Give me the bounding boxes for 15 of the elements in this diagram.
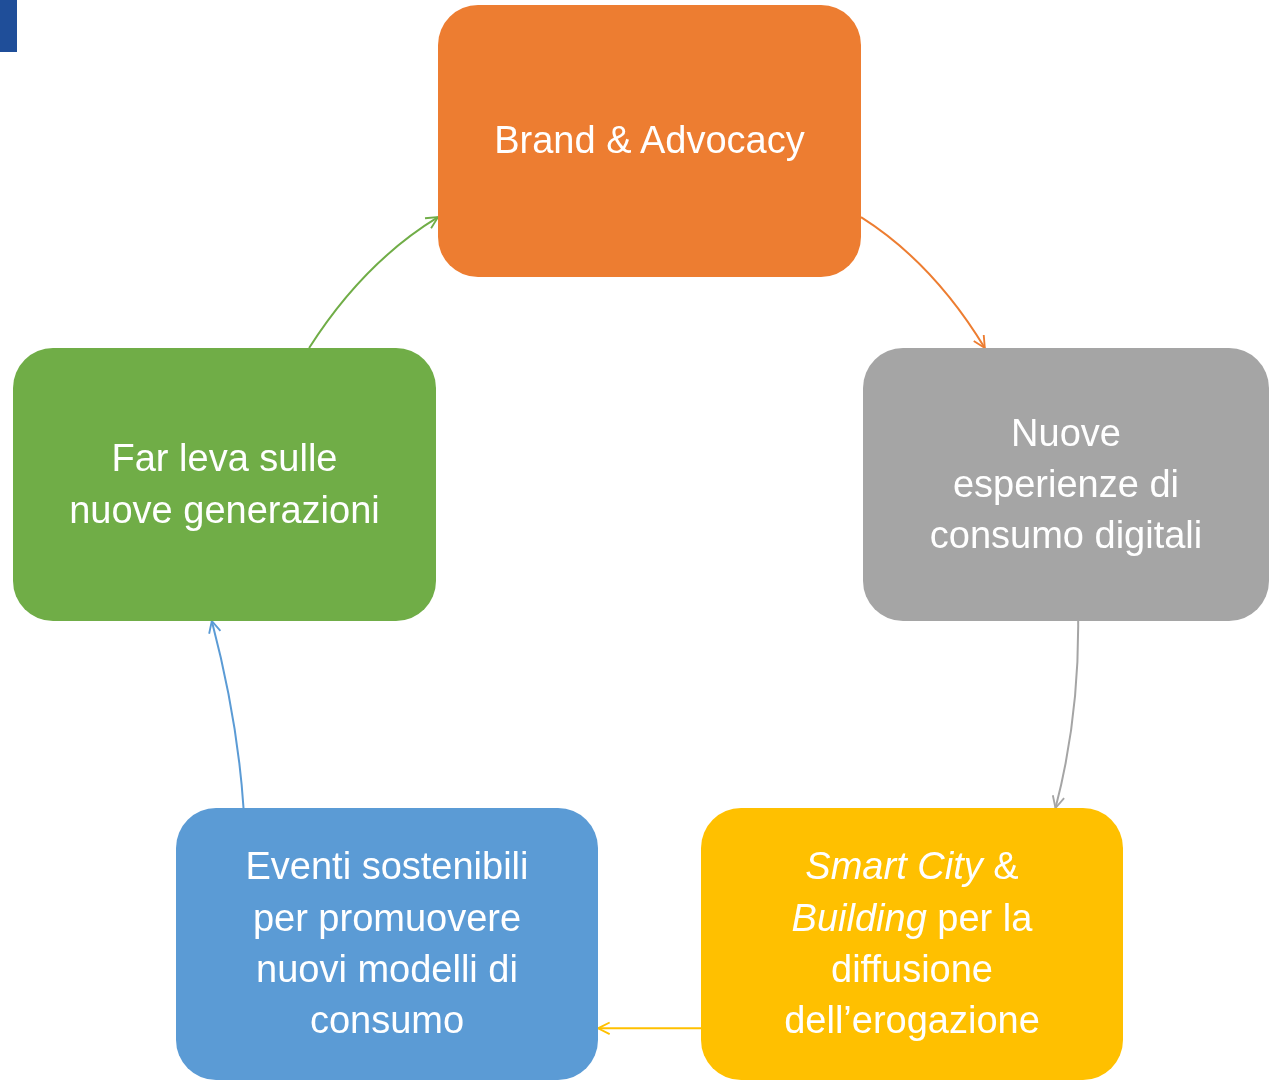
process-box	[438, 5, 861, 277]
box-label: Eventi sostenibili per promuovere nuovi modelli di consumo	[244, 844, 530, 1044]
process-box	[13, 348, 436, 621]
arrow	[208, 620, 245, 809]
process-box	[701, 808, 1123, 1080]
box-label: Far leva sulle nuove generazioni	[68, 436, 381, 533]
arrow	[1051, 620, 1080, 809]
arrow	[308, 216, 439, 349]
process-box	[863, 348, 1269, 621]
box-label: Smart City & Building per la diffusione dell’erogazione	[783, 844, 1041, 1044]
box-label: Brand & Advocacy	[494, 118, 805, 164]
box-label: Nuove esperienze di consumo digitali	[928, 410, 1204, 559]
process-box	[176, 808, 598, 1080]
arrow	[860, 216, 986, 349]
arrow	[597, 1021, 702, 1036]
